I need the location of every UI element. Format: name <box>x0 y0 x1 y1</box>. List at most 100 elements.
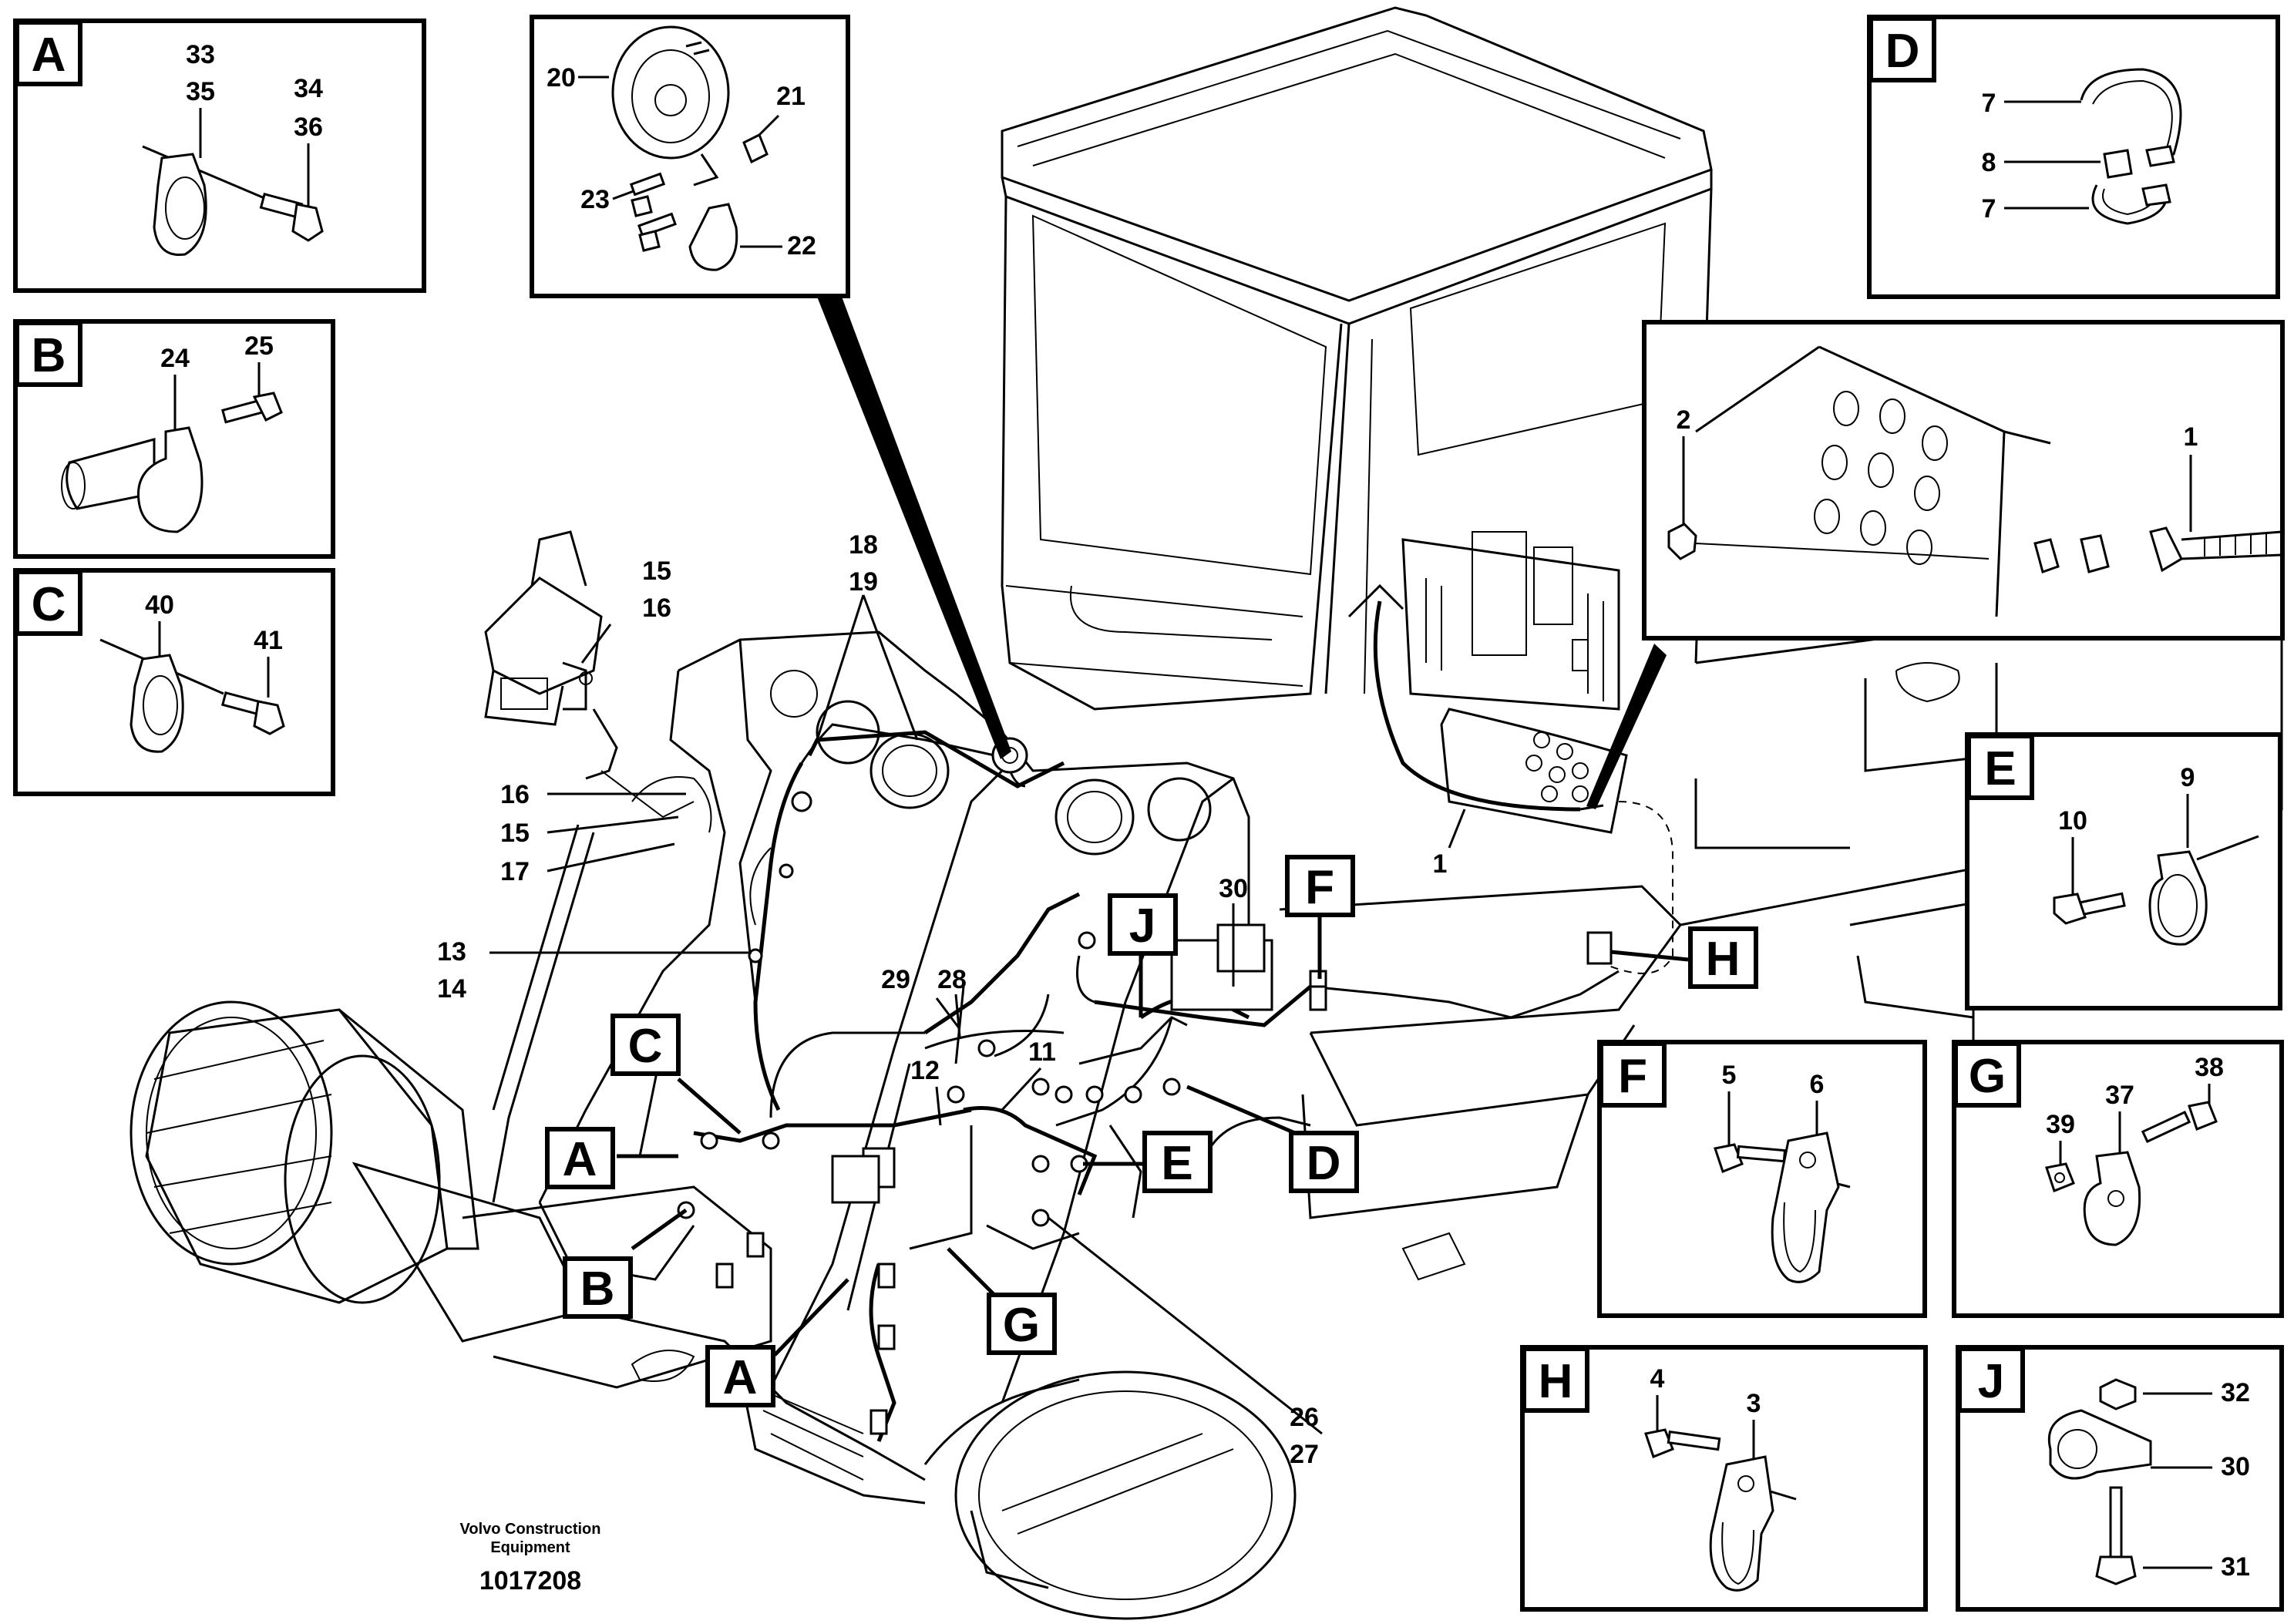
panel-G-callout-37: 37 <box>2105 1081 2134 1110</box>
callout-18: 18 <box>849 530 878 560</box>
callout-16b: 16 <box>500 780 530 809</box>
tag-J-label: J <box>1129 899 1155 953</box>
panel-J-letter: J <box>1978 1355 2004 1408</box>
detail-panel-C: C 40 41 <box>13 568 335 796</box>
panel-B-letter: B <box>32 329 66 382</box>
detail-panel-E: E 9 10 <box>1965 732 2282 1010</box>
panel-A-callout-33: 33 <box>186 40 215 69</box>
callout-1: 1 <box>1433 849 1448 879</box>
panel-F-callout-5: 5 <box>1722 1061 1737 1090</box>
callout-17: 17 <box>500 857 530 886</box>
callout-26: 26 <box>1290 1403 1319 1432</box>
tag-D-label: D <box>1307 1137 1341 1190</box>
tag-F[interactable]: F <box>1285 855 1355 979</box>
tag-B[interactable]: B <box>563 1208 688 1319</box>
panel-G-letter: G <box>1969 1050 2006 1103</box>
panel-G-callout-39: 39 <box>2046 1110 2075 1139</box>
panel-H-callout-3: 3 <box>1747 1389 1761 1418</box>
main-callouts: 15 16 18 19 16 15 17 13 14 1 30 29 28 12… <box>437 530 1447 1469</box>
panel-A-callout-34: 34 <box>294 74 323 103</box>
cab-harness <box>1347 583 1673 974</box>
panel-E-letter: E <box>1984 742 2016 795</box>
detail-panel-J: J 32 30 31 <box>1956 1345 2284 1612</box>
panel-D-callout-7b: 7 <box>1982 194 1996 224</box>
callout-14: 14 <box>437 974 466 1004</box>
detail-panel-F: F 5 6 <box>1597 1040 1927 1318</box>
connector-callout-1: 1 <box>2184 422 2198 452</box>
detail-panel-H: H 4 3 <box>1520 1345 1928 1612</box>
callout-12: 12 <box>910 1056 940 1085</box>
panel-H-letter: H <box>1539 1355 1573 1408</box>
tag-A2[interactable]: A <box>705 1278 849 1407</box>
panel-G-callout-38: 38 <box>2195 1053 2224 1082</box>
panel-J-callout-31: 31 <box>2221 1552 2250 1582</box>
tag-A1-label: A <box>563 1133 597 1186</box>
tag-A2-label: A <box>723 1351 758 1404</box>
main-tags: A C B A G E <box>545 855 1758 1407</box>
company-name-line2: Equipment <box>490 1539 570 1556</box>
tag-D[interactable]: D <box>1186 1084 1359 1193</box>
panel-D-letter: D <box>1885 25 1920 78</box>
panel-J-callout-30: 30 <box>2221 1452 2250 1481</box>
panel-D-callout-7a: 7 <box>1982 89 1996 118</box>
panel-C-letter: C <box>32 578 66 631</box>
detail-panel-D: D 7 8 7 <box>1867 15 2280 299</box>
callout-29: 29 <box>881 965 910 994</box>
tag-C[interactable]: C <box>610 1014 742 1135</box>
tag-J[interactable]: J <box>1108 893 1178 1017</box>
panel-C-callout-41: 41 <box>254 626 283 655</box>
callout-15: 15 <box>642 556 671 586</box>
tag-E[interactable]: E <box>1083 1131 1213 1193</box>
callout-28: 28 <box>937 965 967 994</box>
panel-J-callout-32: 32 <box>2221 1378 2250 1407</box>
tag-F-label: F <box>1305 861 1334 914</box>
lamp-assembly <box>484 530 695 819</box>
panel-E-callout-9: 9 <box>2181 763 2195 792</box>
panel-H-callout-4: 4 <box>1650 1364 1665 1394</box>
title-block: Volvo Construction Equipment 1017208 <box>460 1521 601 1595</box>
tag-E-label: E <box>1161 1137 1192 1190</box>
leader-lines <box>489 594 1466 1435</box>
detail-panel-connector: 2 1 <box>1642 320 2285 641</box>
detail-panel-horn: 20 21 23 22 <box>530 15 850 298</box>
tag-H[interactable]: H <box>1610 926 1758 989</box>
callout-11: 11 <box>1028 1037 1056 1067</box>
panel-A-letter: A <box>32 29 66 82</box>
callout-27: 27 <box>1290 1440 1319 1469</box>
connector-callout-2: 2 <box>1677 405 1691 435</box>
machine-illustration <box>130 6 2283 1620</box>
connector-plate <box>1440 708 1628 834</box>
frame-harness <box>693 723 1620 1442</box>
panel-A-callout-36: 36 <box>294 113 323 142</box>
callout-13: 13 <box>437 937 466 967</box>
panel-B-callout-25: 25 <box>244 331 274 361</box>
horn-callout-22: 22 <box>787 231 816 261</box>
panel-A-callout-35: 35 <box>186 77 215 106</box>
harness-components <box>677 737 1613 1435</box>
electrical-box <box>1401 531 1620 711</box>
company-name-line1: Volvo Construction <box>460 1521 601 1538</box>
callout-19: 19 <box>849 567 878 597</box>
tag-G[interactable]: G <box>947 1247 1057 1355</box>
detail-panel-A: A 33 35 34 36 <box>13 18 426 293</box>
callout-30: 30 <box>1219 874 1248 903</box>
front-axle <box>130 1000 1297 1620</box>
panel-C-callout-40: 40 <box>145 590 174 620</box>
panel-F-letter: F <box>1618 1050 1647 1103</box>
panel-B-callout-24: 24 <box>160 344 190 373</box>
tag-C-label: C <box>628 1020 663 1073</box>
horn-callout-23: 23 <box>580 185 610 214</box>
callout-16: 16 <box>642 593 671 623</box>
panel-F-callout-6: 6 <box>1810 1070 1825 1099</box>
cab-roof <box>1001 6 1713 325</box>
tag-G-label: G <box>1003 1299 1040 1352</box>
pointer-wedges <box>817 297 1667 809</box>
detail-panel-G: G 37 38 39 <box>1952 1040 2284 1318</box>
drawing-number: 1017208 <box>479 1566 581 1595</box>
tag-A1[interactable]: A <box>545 1127 678 1189</box>
horn-callout-20: 20 <box>547 63 576 92</box>
panel-D-callout-8: 8 <box>1982 148 1996 177</box>
detail-panel-B: B 24 25 <box>13 319 335 559</box>
